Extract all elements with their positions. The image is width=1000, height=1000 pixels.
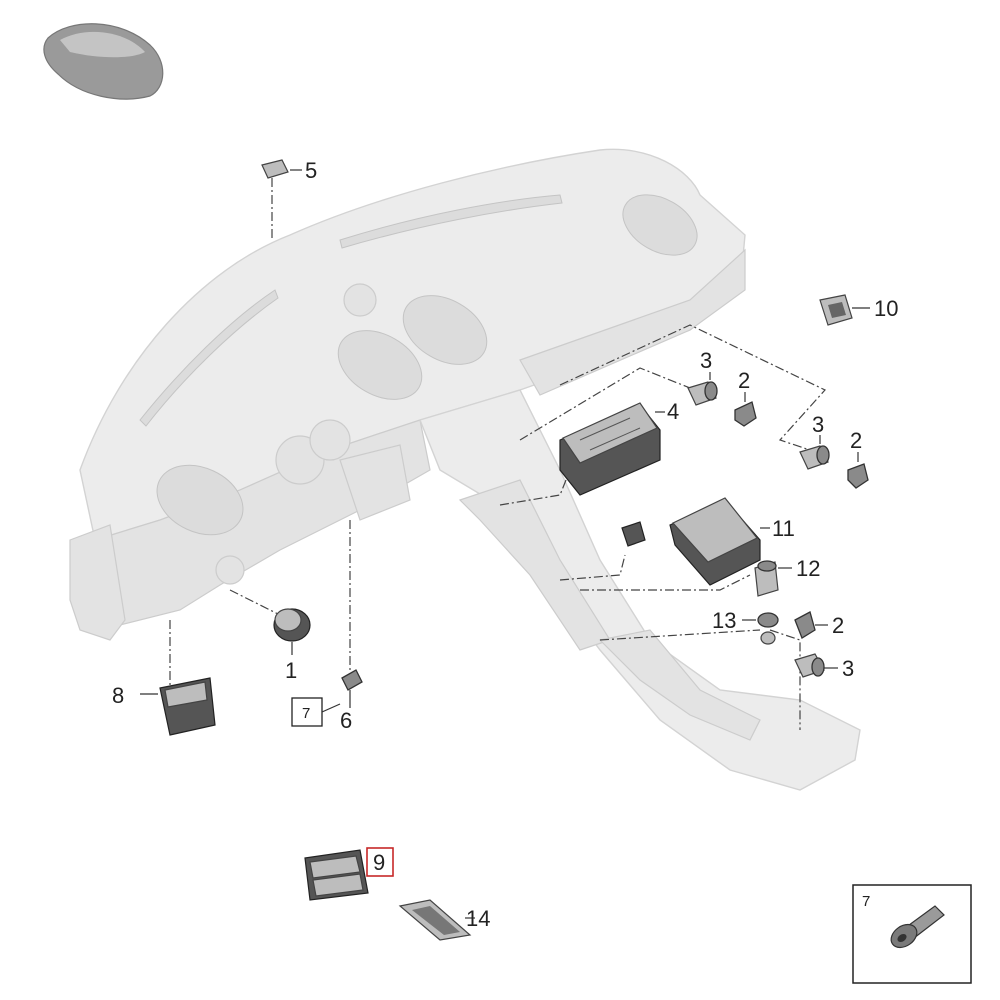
part-3-connector-a <box>687 381 718 406</box>
part-5-sensor <box>261 159 289 179</box>
callout-6: 6 <box>340 708 352 733</box>
leader-lines <box>169 178 826 730</box>
callout-2-c: 2 <box>832 613 844 638</box>
part-3-connector-c <box>794 653 825 678</box>
callout-4: 4 <box>667 399 679 424</box>
callout-2-a: 2 <box>738 368 750 393</box>
callout-3-a: 3 <box>700 348 712 373</box>
callout-3-c: 3 <box>842 656 854 681</box>
callout-7-boxed: 7 <box>291 697 341 727</box>
part-13-ring <box>757 612 779 645</box>
callout-3-b: 3 <box>812 412 824 437</box>
part-2-button-c <box>794 611 816 639</box>
callout-numbers: 5 1 3 2 3 2 4 8 10 11 12 13 2 3 6 14 <box>112 158 898 931</box>
part-2-button-b <box>847 463 869 489</box>
callout-10: 10 <box>874 296 898 321</box>
callout-12: 12 <box>796 556 820 581</box>
part-8-switch <box>159 677 216 736</box>
screw-icon <box>890 905 945 949</box>
part-1-rotary-switch <box>273 608 311 642</box>
callout-7-box-label: 7 <box>302 705 310 722</box>
part-2-button-a <box>734 401 757 427</box>
callout-8: 8 <box>112 683 124 708</box>
part-12-connector <box>754 560 779 597</box>
callout-2-b: 2 <box>850 428 862 453</box>
part-6-bracket <box>341 669 363 691</box>
callout-9-highlighted: 9 <box>366 847 394 877</box>
callout-1: 1 <box>285 658 297 683</box>
car-thumbnail-icon <box>43 23 164 100</box>
part-11-switch-panel <box>621 497 761 586</box>
part-4-switch-panel <box>559 402 661 496</box>
part-9-window-switch <box>304 849 369 901</box>
part-14-strip <box>398 899 472 941</box>
callout-9-label: 9 <box>373 850 385 875</box>
inset-label: 7 <box>862 893 870 910</box>
part-10-clip <box>819 294 853 326</box>
inset-box-part-7: 7 <box>852 884 972 984</box>
callout-11: 11 <box>772 516 795 541</box>
callout-13: 13 <box>712 608 736 633</box>
dashboard-ghost <box>69 148 861 791</box>
part-3-connector-b <box>799 445 830 470</box>
callout-14: 14 <box>466 906 490 931</box>
callout-5: 5 <box>305 158 317 183</box>
